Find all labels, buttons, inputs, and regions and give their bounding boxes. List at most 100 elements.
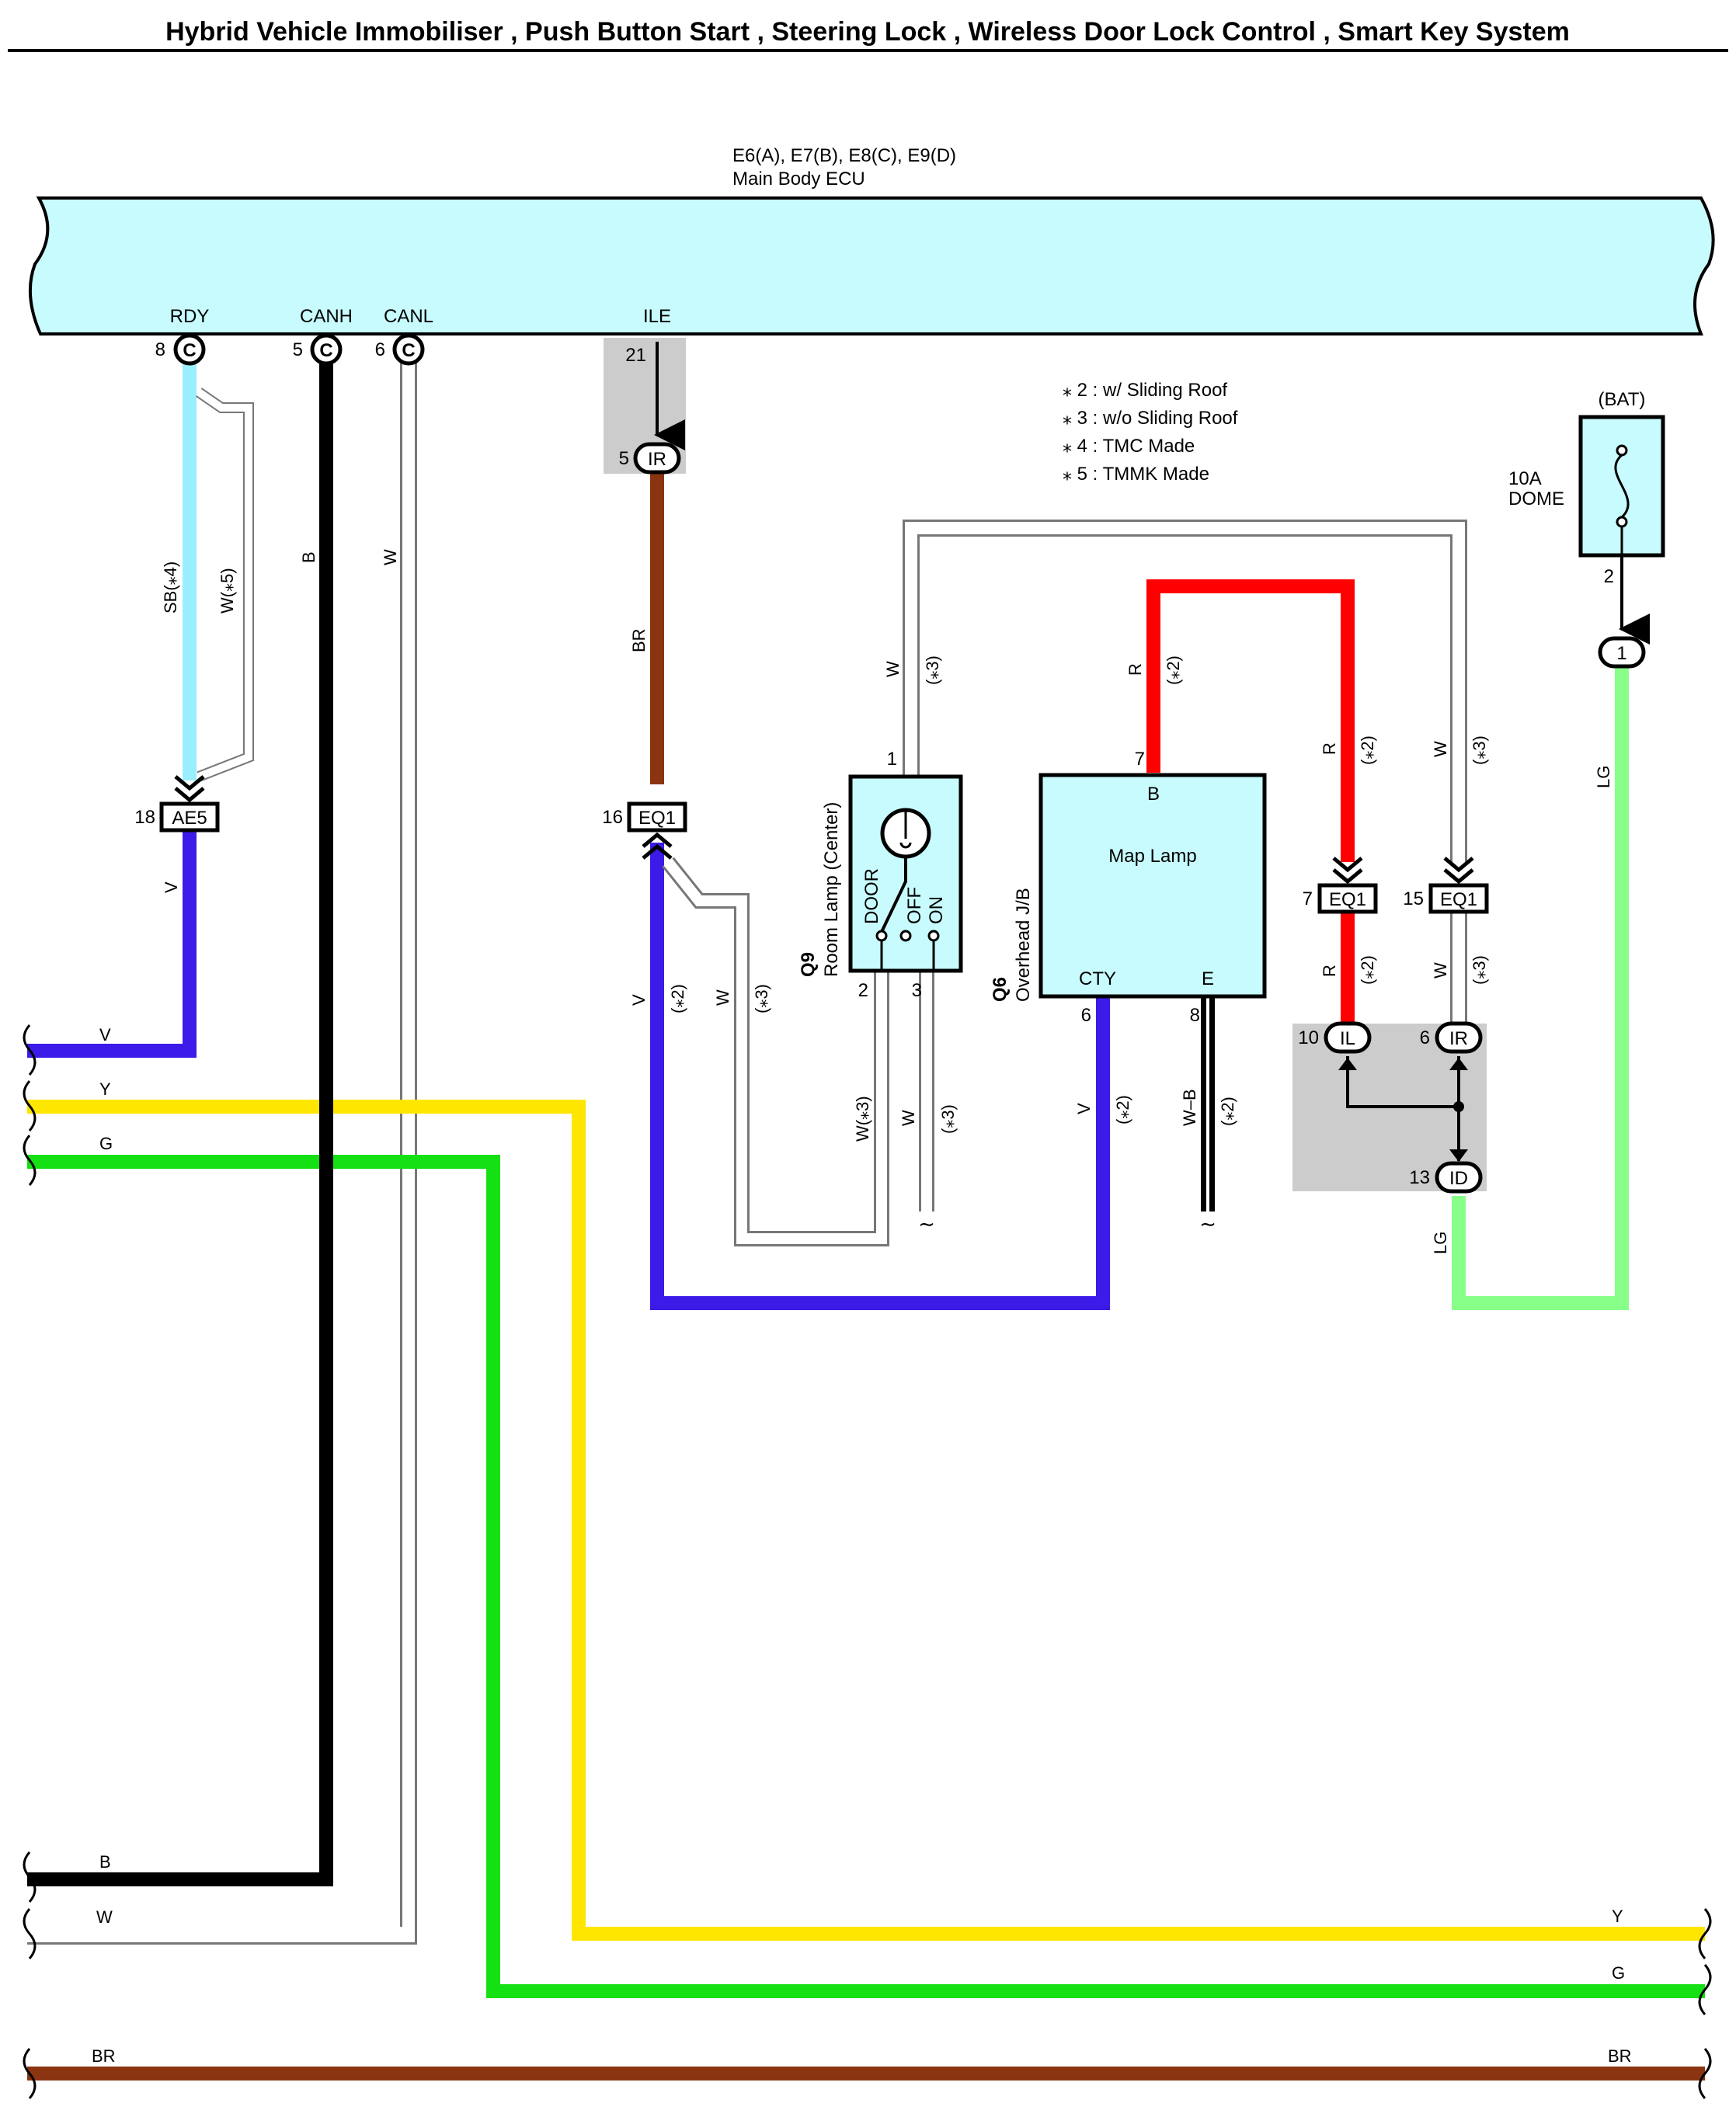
- wire-lg: [1452, 668, 1629, 1310]
- svg-text:IR: IR: [1449, 1028, 1468, 1049]
- main-body-ecu: [28, 196, 1715, 335]
- label-b-canh: B: [299, 551, 318, 563]
- map-lamp-pin-e: 8: [1190, 1005, 1200, 1026]
- label-s2-wb: (⁎2): [1218, 1097, 1237, 1126]
- map-lamp-terminal-e: E: [1202, 968, 1214, 989]
- label-s2-eq1: (⁎2): [668, 984, 687, 1013]
- svg-text:ID: ID: [1449, 1168, 1468, 1189]
- room-lamp-name: Room Lamp (Center): [821, 802, 842, 977]
- svg-text:10: 10: [1298, 1027, 1319, 1048]
- label-w-canl: W: [381, 549, 400, 565]
- map-lamp-title: Map Lamp: [1108, 846, 1196, 867]
- fuse-name: DOME: [1508, 488, 1564, 509]
- label-v-eq1: V: [629, 994, 649, 1006]
- fuse-source: (BAT): [1599, 389, 1646, 410]
- connector-il: IL 10: [1298, 1021, 1372, 1070]
- label-v-cty: V: [1074, 1103, 1094, 1114]
- svg-text:C: C: [402, 340, 415, 361]
- svg-text:EQ1: EQ1: [1329, 889, 1366, 910]
- label-edge-v: V: [99, 1025, 111, 1045]
- label-r-map: R: [1125, 663, 1145, 676]
- label-w5: W(⁎5): [217, 568, 237, 614]
- label-edge-br-left: BR: [92, 2046, 116, 2066]
- label-s3-upper: (⁎3): [1470, 735, 1489, 765]
- room-lamp-pin2: 2: [858, 980, 868, 1001]
- label-v-ae5: V: [162, 881, 181, 893]
- map-lamp-pin-cty: 6: [1081, 1005, 1091, 1026]
- svg-text:8: 8: [155, 339, 165, 360]
- label-br-ile: BR: [629, 628, 649, 652]
- switch-on: ON: [926, 896, 947, 924]
- wire-y: [27, 1100, 1705, 1941]
- label-edge-y: Y: [99, 1079, 111, 1099]
- map-lamp-code: Q6: [990, 977, 1011, 1002]
- svg-text:EQ1: EQ1: [638, 808, 676, 829]
- junction-internal: [1346, 1056, 1459, 1108]
- map-lamp-terminal-b: B: [1147, 784, 1160, 805]
- svg-text:15: 15: [1403, 888, 1424, 909]
- svg-text:IL: IL: [1340, 1028, 1355, 1049]
- label-lg-id: LG: [1431, 1232, 1450, 1254]
- label-r-upper: R: [1320, 742, 1339, 755]
- room-lamp-code: Q9: [798, 952, 819, 977]
- fuse-icon: [1614, 454, 1630, 519]
- svg-text:5: 5: [293, 339, 303, 360]
- switch-icon: [880, 870, 907, 933]
- switch-off: OFF: [904, 887, 925, 924]
- svg-text:7: 7: [1303, 888, 1313, 909]
- label-wb: W–B: [1180, 1089, 1199, 1126]
- pin-name-ile: ILE: [643, 306, 671, 327]
- map-lamp-name: Overhead J/B: [1013, 888, 1034, 1002]
- room-lamp-pin1: 1: [887, 749, 897, 770]
- label-w-lower: W: [1431, 962, 1450, 979]
- fuse-rating: 10A: [1508, 468, 1542, 489]
- label-r-lower: R: [1320, 965, 1339, 977]
- wire-r: [1146, 579, 1355, 862]
- room-lamp-pin3: 3: [912, 980, 922, 1001]
- label-edge-g-right: G: [1612, 1963, 1625, 1983]
- diagram-title: Hybrid Vehicle Immobiliser , Push Button…: [165, 17, 1570, 47]
- svg-text:IR: IR: [648, 449, 666, 470]
- label-sb4: SB(⁎4): [161, 561, 180, 614]
- svg-text:16: 16: [602, 807, 623, 828]
- svg-text:1: 1: [1616, 643, 1626, 664]
- ecu-code: E6(A), E7(B), E8(C), E9(D): [732, 145, 956, 166]
- ecu-name: Main Body ECU: [732, 169, 865, 189]
- connector-ae5: AE5 18: [134, 775, 220, 833]
- svg-text:C: C: [183, 340, 196, 361]
- svg-text:18: 18: [134, 807, 155, 828]
- ecu-pin-ile-num: 21: [625, 345, 646, 366]
- label-s2-cty: (⁎2): [1113, 1095, 1132, 1125]
- connector-eq1-7: EQ1 7: [1303, 857, 1378, 914]
- label-s3-lower: (⁎3): [1470, 955, 1489, 985]
- label-w-pin3: W: [899, 1110, 918, 1126]
- connector-eq1-16: EQ1 16: [602, 801, 687, 860]
- label-edge-y-right: Y: [1612, 1907, 1623, 1926]
- ecu-pin-canh: C 5: [293, 333, 343, 366]
- connector-eq1-15: EQ1 15: [1403, 857, 1489, 914]
- svg-text:13: 13: [1409, 1167, 1430, 1188]
- svg-text:5: 5: [619, 448, 629, 469]
- label-s3-pin3: (⁎3): [938, 1104, 958, 1134]
- label-edge-g: G: [99, 1134, 113, 1153]
- label-edge-br-right: BR: [1608, 2046, 1632, 2066]
- switch-door: DOOR: [861, 868, 882, 924]
- edge-breaks: [23, 1024, 1712, 2099]
- svg-text:AE5: AE5: [172, 808, 207, 829]
- note-5: ⁎ 5 : TMMK Made: [1063, 464, 1209, 485]
- wire-g: [27, 1155, 1705, 1998]
- label-s2-lower: (⁎2): [1358, 955, 1377, 985]
- label-s2-upper: (⁎2): [1358, 735, 1377, 765]
- map-lamp-terminal-cty: CTY: [1079, 968, 1116, 989]
- label-w-upper: W: [1431, 741, 1450, 757]
- label-edge-w: W: [96, 1907, 113, 1927]
- connector-ir-junction: IR 6: [1420, 1021, 1483, 1070]
- note-2: ⁎ 2 : w/ Sliding Roof: [1063, 380, 1227, 401]
- wire-v-left: [27, 831, 197, 1058]
- wire-v-cty: [650, 843, 1110, 1310]
- ecu-pin-rdy: C 8: [155, 333, 206, 366]
- svg-text:∼: ∼: [918, 1212, 935, 1236]
- label-s3-eq1: (⁎3): [752, 984, 771, 1013]
- ecu-pin-canl: C 6: [375, 333, 425, 366]
